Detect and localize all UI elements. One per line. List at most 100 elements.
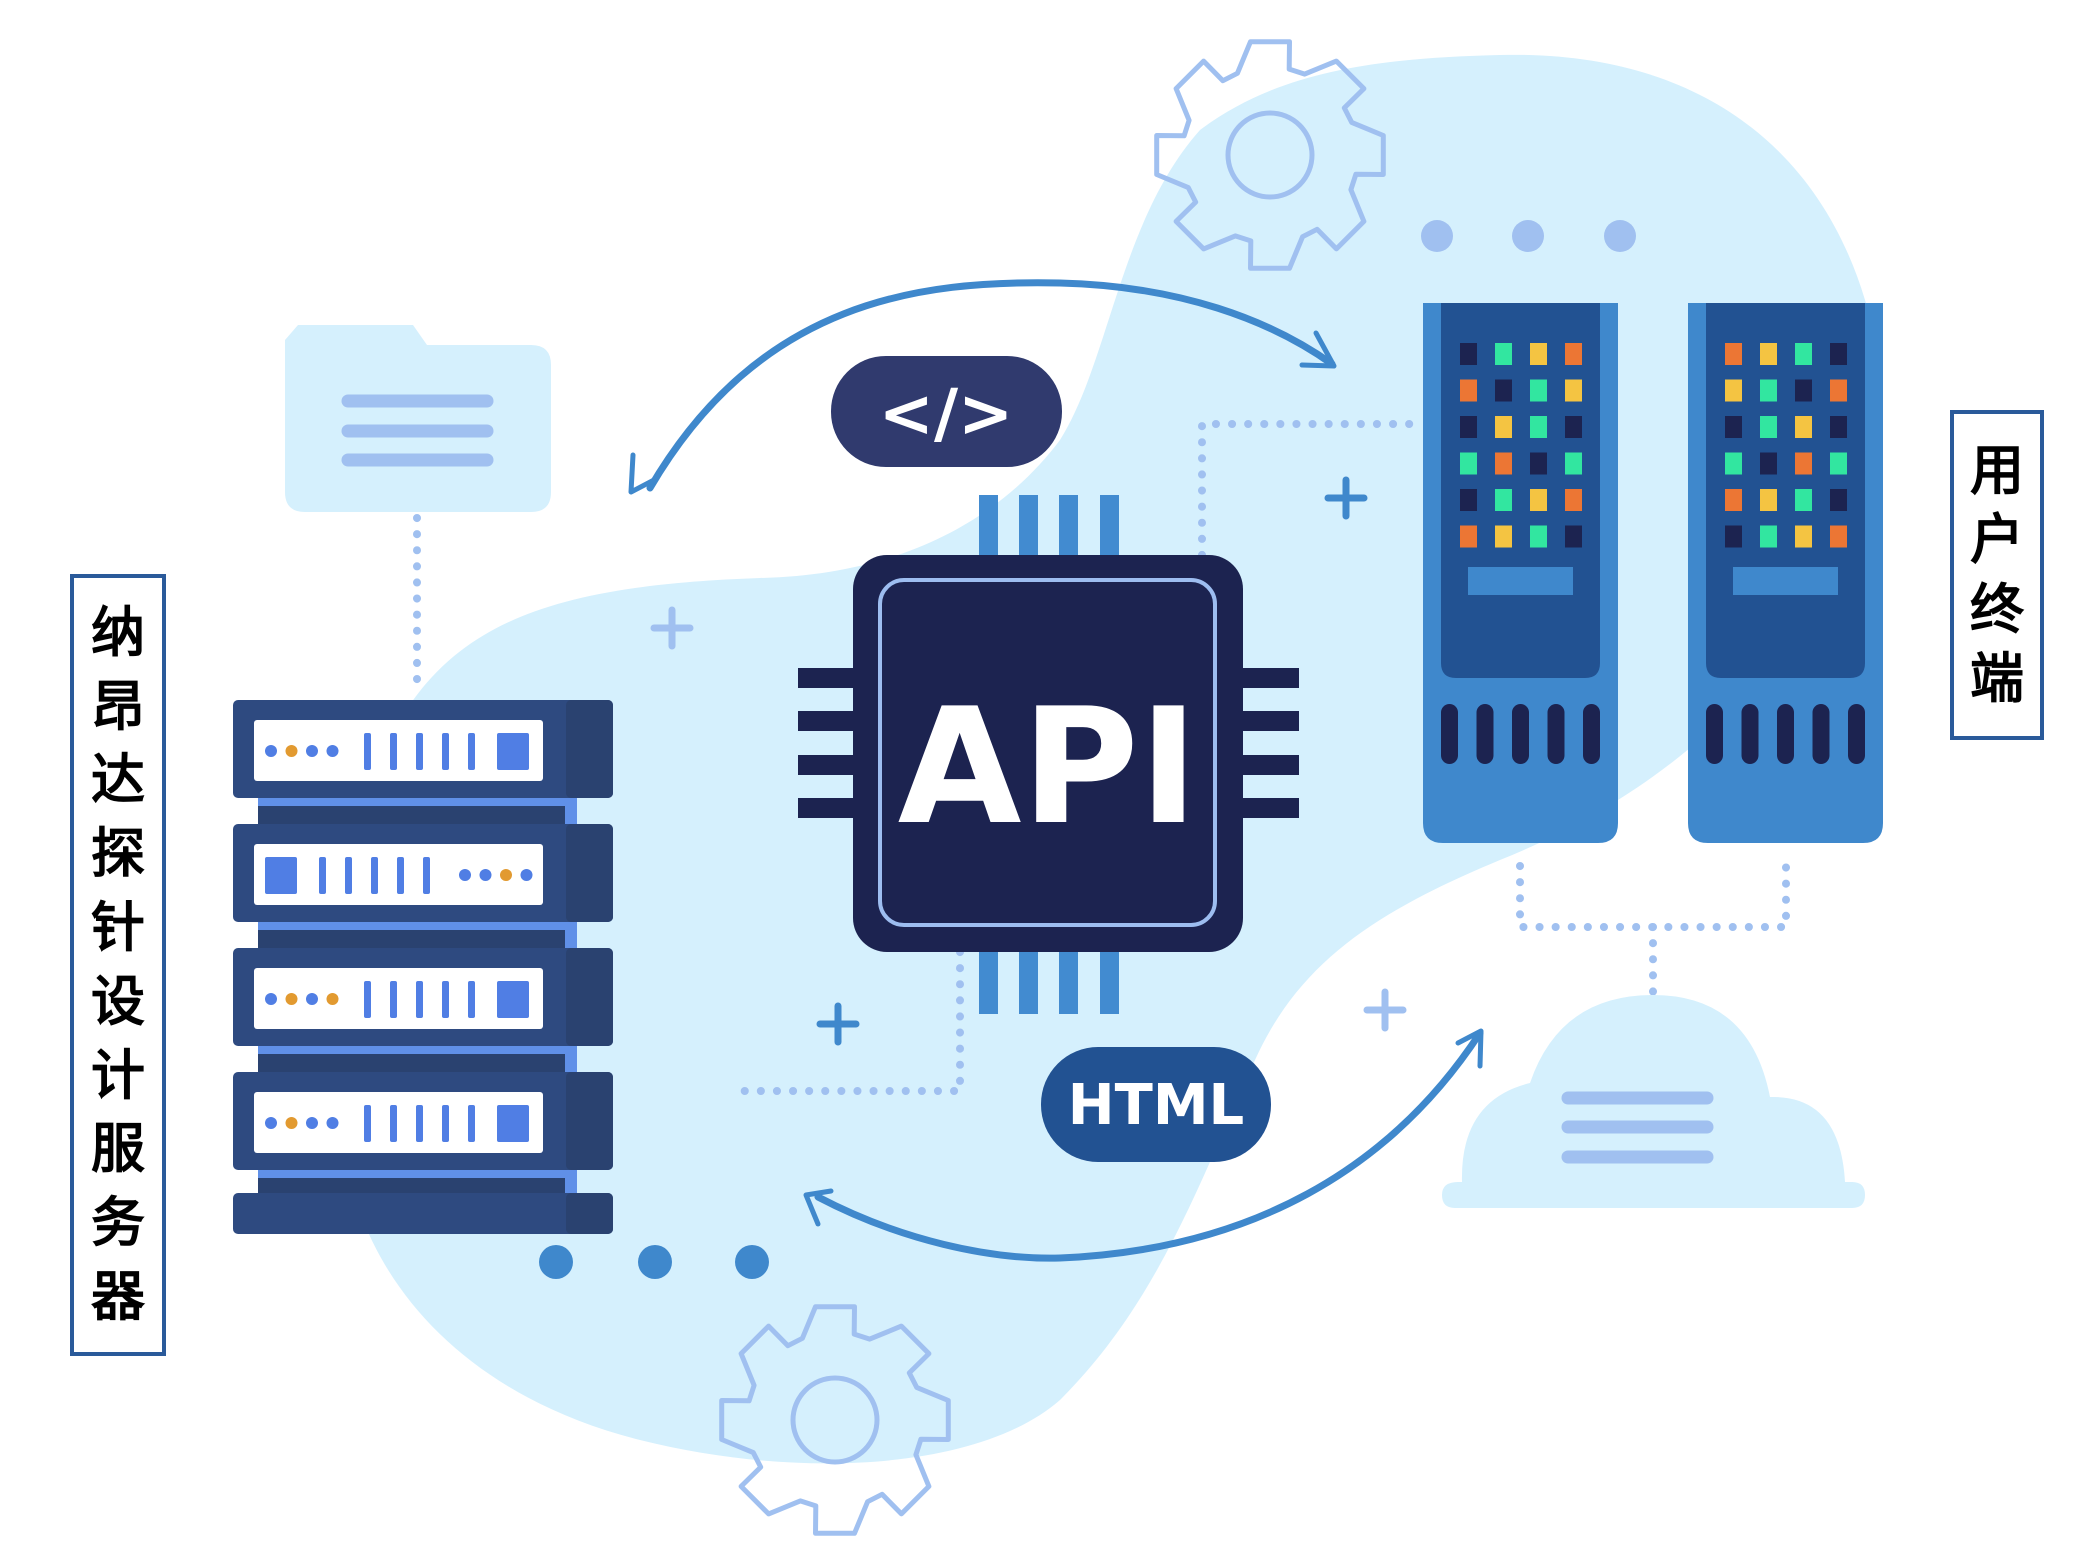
folder-icon	[285, 325, 551, 512]
label-char: 设	[91, 969, 145, 1033]
terminal-led	[1830, 489, 1847, 511]
label-char: 探	[91, 822, 145, 886]
terminal-led	[1495, 525, 1512, 548]
drive-bay	[345, 857, 352, 894]
terminal-led	[1795, 343, 1812, 365]
terminal-led	[1530, 379, 1547, 402]
server-unit-side	[566, 948, 613, 1046]
status-led	[265, 1117, 277, 1129]
label-char: 达	[91, 748, 145, 812]
terminal-vent	[1777, 704, 1794, 764]
terminal-led	[1795, 452, 1812, 475]
bottom-dots-decoration	[539, 1245, 769, 1279]
status-led	[326, 993, 339, 1005]
terminal-led	[1760, 525, 1777, 548]
drive-bay	[390, 981, 397, 1018]
terminal-led	[1530, 525, 1547, 548]
sync-arrows	[628, 279, 1484, 1262]
terminal-led	[1760, 343, 1777, 365]
terminal-led	[1460, 379, 1477, 402]
dot	[1421, 220, 1453, 252]
code-badge: </>	[831, 356, 1062, 467]
label-char: 端	[1970, 647, 2024, 711]
rack-accent	[565, 1170, 577, 1196]
plus-icon	[1363, 988, 1407, 1032]
top-gear-icon	[1154, 39, 1386, 271]
top-arc-arrow	[646, 279, 1336, 492]
terminal-display	[1468, 567, 1573, 595]
server-unit	[233, 1072, 613, 1170]
drive-bay	[416, 1105, 423, 1142]
terminal-led	[1760, 379, 1777, 402]
gear-hub	[1225, 110, 1315, 200]
terminal-led	[1830, 416, 1847, 438]
label-char: 户	[1970, 508, 2024, 572]
status-led	[459, 869, 471, 881]
plus-icon	[1324, 476, 1368, 520]
label-char: 器	[91, 1265, 145, 1329]
top-dots-decoration	[1421, 220, 1636, 252]
terminal-led	[1530, 452, 1547, 475]
terminal-led	[1725, 379, 1742, 402]
terminal-1	[1423, 303, 1618, 843]
server-unit	[233, 824, 613, 922]
chip-inner-outline	[878, 578, 1217, 927]
api-chip: API	[798, 495, 1299, 1014]
bottom-gear-icon	[719, 1304, 951, 1536]
rack-accent	[565, 798, 577, 824]
drive-bay	[371, 857, 378, 894]
chip-pins-top	[979, 495, 1119, 557]
status-led	[520, 869, 533, 881]
rack-accent	[258, 922, 576, 930]
chip-pins-left	[798, 668, 858, 818]
terminal-led	[1495, 452, 1512, 475]
rack-accent	[565, 922, 577, 948]
chip-bottom-connector	[729, 948, 964, 1095]
status-led	[306, 745, 318, 757]
drive-bay	[364, 1105, 371, 1142]
drive-bay	[442, 733, 449, 770]
terminal-led	[1495, 416, 1512, 438]
drive-bay	[319, 857, 326, 894]
drive-bay	[442, 1105, 449, 1142]
server-unit-side	[566, 700, 613, 798]
server-unit	[233, 700, 613, 798]
drive-bay	[364, 981, 371, 1018]
server-port	[497, 733, 529, 770]
terminal-led	[1725, 343, 1742, 365]
api-label: API	[898, 673, 1199, 860]
drive-bay	[468, 1105, 475, 1142]
terminal-vent	[1812, 704, 1830, 764]
status-led	[285, 1117, 298, 1129]
server-unit	[233, 948, 613, 1046]
terminal-led	[1460, 489, 1477, 511]
dot	[1604, 220, 1636, 252]
terminal-led	[1830, 343, 1847, 365]
status-led	[479, 869, 492, 881]
terminal-led	[1760, 452, 1777, 475]
status-led	[285, 745, 298, 757]
server-base-body	[233, 1193, 613, 1234]
terminal-led	[1495, 489, 1512, 511]
terminal-led	[1830, 452, 1847, 475]
terminal-led	[1530, 489, 1547, 511]
rack-accent	[258, 1046, 576, 1054]
terminal-led	[1565, 452, 1582, 475]
status-led	[326, 745, 339, 757]
gear-hub	[790, 1375, 880, 1465]
dot	[735, 1245, 769, 1279]
drive-bay	[397, 857, 404, 894]
terminal-vent	[1441, 704, 1458, 764]
drive-bay	[423, 857, 430, 894]
terminals-to-cloud-connector	[1516, 862, 1790, 1014]
label-char: 昂	[91, 674, 145, 738]
server-label: 纳昂达探针设计服务器	[70, 574, 166, 1356]
terminal-led	[1795, 379, 1812, 402]
dot	[539, 1245, 573, 1279]
status-led	[306, 1117, 318, 1129]
status-led	[326, 1117, 339, 1129]
terminal-led	[1565, 525, 1582, 548]
plus-icon	[650, 606, 694, 650]
server-port	[265, 857, 297, 894]
